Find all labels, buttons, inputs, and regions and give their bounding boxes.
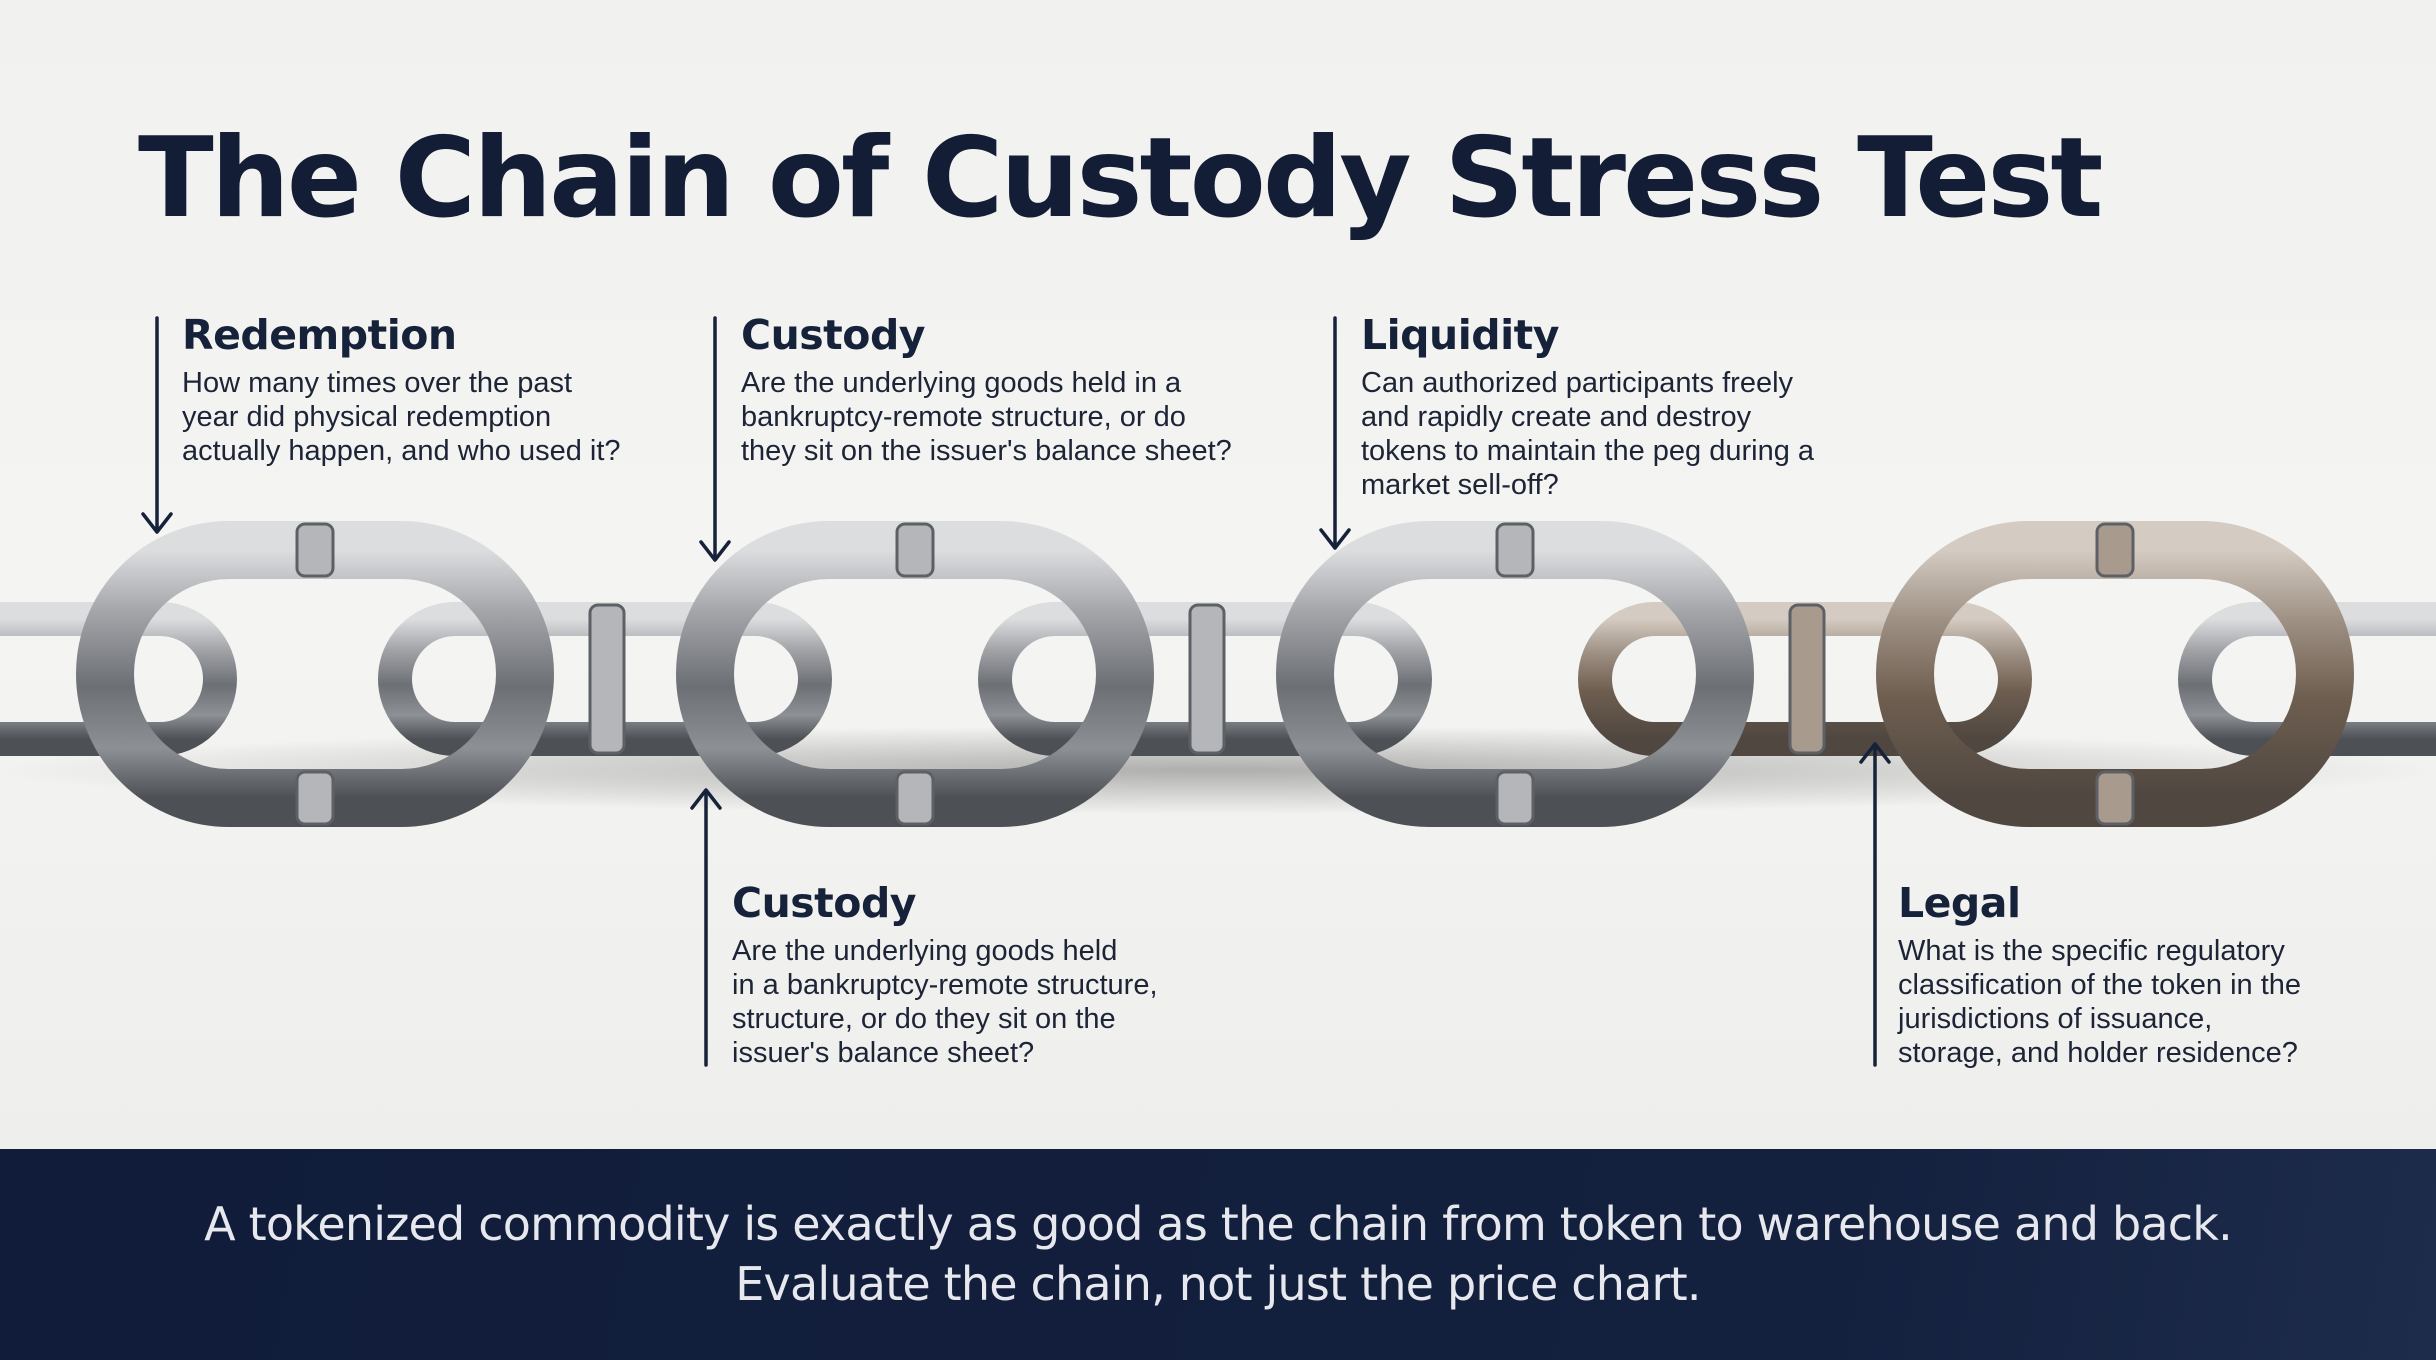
callout-body: Are the underlying goods held in a bankr… (741, 366, 1232, 468)
arrow-down-icon (699, 316, 731, 562)
callout-line: tokens to maintain the peg during a (1361, 435, 1815, 468)
callout-heading: Liquidity (1361, 311, 1560, 359)
footer-text: A tokenized commodity is exactly as good… (0, 1194, 2436, 1314)
callout-line: Can authorized participants freely (1361, 367, 1794, 400)
callout-line: What is the specific regulatory (1898, 935, 2285, 968)
callout-line: storage, and holder residence? (1898, 1037, 2298, 1070)
footer-banner: A tokenized commodity is exactly as good… (0, 1149, 2436, 1360)
footer-line: A tokenized commodity is exactly as good… (204, 1197, 2233, 1251)
callout-line: Are the underlying goods held in a (741, 367, 1182, 400)
arrow-down-icon (141, 316, 173, 534)
arrow-down-icon (1319, 316, 1351, 550)
callout-line: How many times over the past (182, 367, 573, 400)
callout-line: classification of the token in the (1898, 969, 2302, 1002)
horizontal-link (2178, 602, 2436, 756)
callout-line: Are the underlying goods held (732, 935, 1118, 968)
footer-line: Evaluate the chain, not just the price c… (735, 1257, 1701, 1311)
callout-line: and rapidly create and destroy (1361, 401, 1752, 434)
arrow-up-icon (1859, 742, 1891, 1067)
callout-legal: Legal What is the specific regulatory cl… (1898, 879, 2301, 1070)
callout-line: jurisdictions of issuance, (1898, 1003, 2213, 1036)
callout-body: Can authorized participants freely and r… (1361, 366, 1814, 502)
callout-line: issuer's balance sheet? (732, 1037, 1035, 1070)
callout-line: year did physical redemption (182, 401, 552, 434)
callout-line: market sell-off? (1361, 469, 1559, 502)
arrow-up-icon (690, 788, 722, 1067)
callout-body: Are the underlying goods held in a bankr… (732, 934, 1158, 1070)
callout-line: in a bankruptcy-remote structure, (732, 969, 1158, 1002)
chain-illustration (0, 316, 2436, 1067)
horizontal-link (0, 602, 237, 756)
callout-custody-top: Custody Are the underlying goods held in… (741, 311, 1232, 468)
weld-collars (295, 522, 2135, 826)
callout-heading: Custody (732, 879, 917, 927)
page-title: The Chain of Custody Stress Test (138, 114, 2103, 243)
callout-body: How many times over the past year did ph… (182, 366, 621, 468)
callout-heading: Custody (741, 311, 926, 359)
callout-body: What is the specific regulatory classifi… (1898, 934, 2301, 1070)
callout-line: they sit on the issuer's balance sheet? (741, 435, 1232, 468)
callout-custody-bottom: Custody Are the underlying goods held in… (732, 879, 1158, 1070)
callout-heading: Legal (1898, 879, 2021, 927)
callout-redemption: Redemption How many times over the past … (182, 311, 621, 468)
callout-arrows (141, 316, 1891, 1067)
callout-line: actually happen, and who used it? (182, 435, 621, 468)
callout-heading: Redemption (182, 311, 457, 359)
callout-liquidity: Liquidity Can authorized participants fr… (1361, 311, 1814, 502)
callout-line: structure, or do they sit on the (732, 1003, 1116, 1036)
callout-line: bankruptcy-remote structure, or do (741, 401, 1186, 434)
